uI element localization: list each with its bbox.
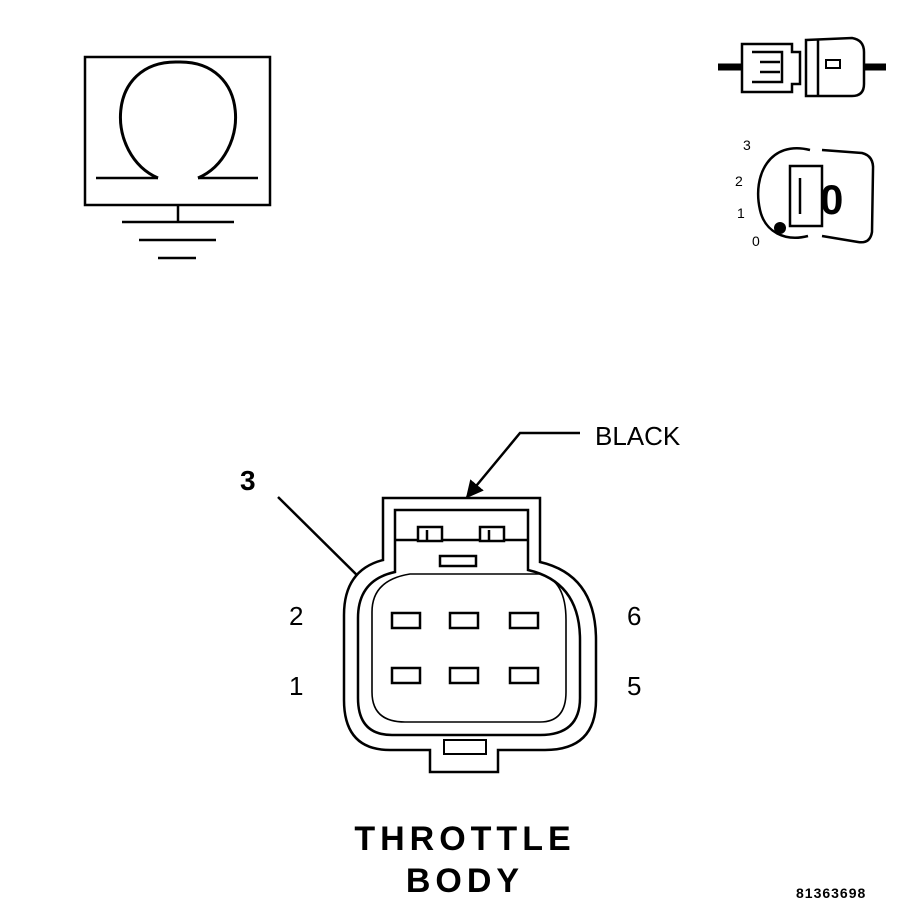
component-name-line1: THROTTLE	[354, 820, 575, 858]
connector-color-label: BLACK	[595, 421, 681, 451]
pin-cavity-2	[390, 611, 422, 630]
pin-label-2: 2	[289, 601, 303, 631]
pin-cavity-5	[508, 666, 540, 685]
ignition-key-glyph: 0	[820, 176, 843, 223]
ohmmeter-to-ground-icon	[83, 55, 272, 260]
connector-disconnected-icon	[718, 36, 886, 98]
ignition-key-off-icon: 3 2 1 0 0	[735, 137, 875, 249]
ignition-position-2: 2	[735, 173, 743, 189]
pointer-number-label: 3	[240, 465, 256, 496]
pin-label-6: 6	[627, 601, 641, 631]
pin-label-5: 5	[627, 671, 641, 701]
pin-cavity-1	[390, 666, 422, 685]
component-name-line2: BODY	[406, 862, 524, 900]
ignition-position-3: 3	[743, 137, 751, 153]
pin-cavity-6	[508, 611, 540, 630]
ignition-position-0: 0	[752, 233, 760, 249]
throttle-body-connector	[342, 496, 598, 774]
ignition-position-1: 1	[737, 205, 745, 221]
pin-cavity-4	[448, 611, 480, 630]
figure-number: 81363698	[796, 885, 866, 901]
color-label-arrow	[465, 431, 580, 499]
pin-cavity-3	[448, 666, 480, 685]
pin-label-1: 1	[289, 671, 303, 701]
ignition-off-marker	[774, 222, 786, 234]
